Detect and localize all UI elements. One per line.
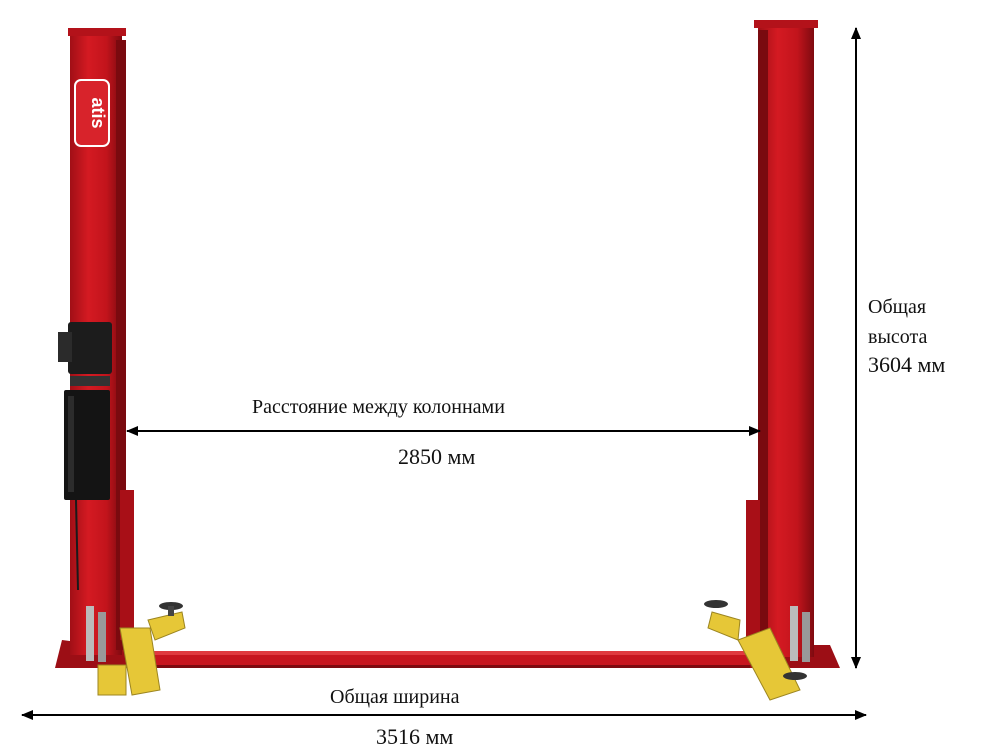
- overall-height-label-line2: высота: [868, 326, 928, 348]
- left-lift-arms: [86, 602, 186, 696]
- atis-logo: atis: [74, 79, 110, 147]
- overall-width-label: Общая ширина: [330, 686, 460, 708]
- column-distance-label: Расстояние между колоннами: [252, 396, 505, 418]
- right-lift-arms: [704, 600, 810, 701]
- overall-height-value: 3604 мм: [868, 352, 946, 377]
- overall-width-value: 3516 мм: [376, 724, 454, 749]
- logo-text: atis: [88, 97, 108, 128]
- overall-height-label-line1: Общая: [868, 296, 927, 318]
- base-plate: [150, 651, 750, 668]
- motor-unit: [58, 322, 112, 591]
- right-column: [740, 20, 840, 668]
- column-distance-value: 2850 мм: [398, 444, 476, 469]
